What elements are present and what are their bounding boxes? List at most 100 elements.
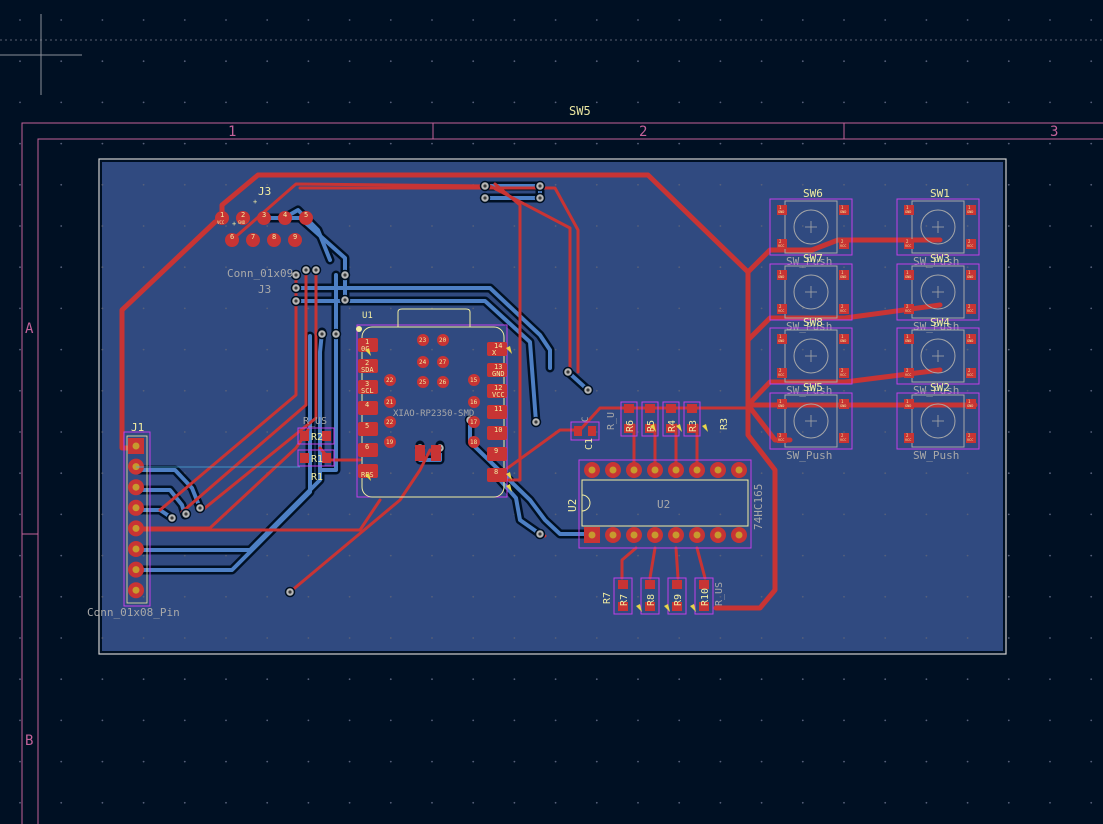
u1-pad-bottom[interactable]: [431, 445, 441, 461]
u1-pad-left[interactable]: [358, 443, 378, 457]
resistor-pad[interactable]: [672, 580, 682, 589]
switch-pad[interactable]: [839, 205, 849, 215]
resistor-pad[interactable]: [322, 453, 331, 463]
resistor-pad[interactable]: [672, 602, 682, 611]
u1-pad-right[interactable]: [487, 447, 507, 461]
board-edge-cuts[interactable]: [98, 158, 1007, 655]
resistor-pad[interactable]: [645, 580, 655, 589]
switch-pad[interactable]: [839, 239, 849, 249]
switch-pad[interactable]: [777, 239, 787, 249]
resistor-pad[interactable]: [618, 602, 628, 611]
switch-pad[interactable]: [966, 304, 976, 314]
u1-pad-inner[interactable]: [417, 356, 429, 368]
u1-pad-right[interactable]: [487, 363, 507, 377]
switch-pad[interactable]: [966, 368, 976, 378]
j3-pad-4[interactable]: [278, 211, 292, 225]
switch-pad[interactable]: [839, 270, 849, 280]
u1-pad-right[interactable]: [487, 405, 507, 419]
u1-pad-inner[interactable]: [437, 356, 449, 368]
resistor-pad[interactable]: [687, 404, 697, 413]
switch-pad[interactable]: [966, 334, 976, 344]
u1-pad-inner[interactable]: [384, 374, 396, 386]
switch-pad[interactable]: [904, 304, 914, 314]
switch-pad[interactable]: [966, 399, 976, 409]
switch-pad[interactable]: [839, 304, 849, 314]
switch-pad[interactable]: [904, 399, 914, 409]
resistor-pad[interactable]: [300, 453, 309, 463]
switch-pad[interactable]: [904, 433, 914, 443]
switch-pad[interactable]: [839, 433, 849, 443]
u1-pad-left[interactable]: [358, 422, 378, 436]
u1-pad-right[interactable]: [487, 384, 507, 398]
u1-pad-inner[interactable]: [437, 334, 449, 346]
switches[interactable]: 1GND1GND2VCC2VCCSW6SW_Push1GND1GND2VCC2V…: [769, 187, 980, 462]
resistor-pad[interactable]: [699, 580, 709, 589]
u1-pad-inner[interactable]: [384, 396, 396, 408]
switch-pad[interactable]: [904, 205, 914, 215]
j3-pad-7[interactable]: [246, 233, 260, 247]
switch-pad[interactable]: [777, 399, 787, 409]
switch-pad[interactable]: [777, 368, 787, 378]
capacitor-c1[interactable]: C1 C: [570, 417, 600, 450]
resistor-pad[interactable]: [645, 424, 655, 433]
u1-pad-inner[interactable]: [417, 334, 429, 346]
u1-pad-right[interactable]: [487, 468, 507, 482]
switch-pad[interactable]: [777, 205, 787, 215]
resistor-pad[interactable]: [645, 602, 655, 611]
resistor-pad[interactable]: [666, 404, 676, 413]
switch-pad[interactable]: [777, 270, 787, 280]
resistor-pad[interactable]: [300, 431, 309, 441]
resistor-pad[interactable]: [687, 424, 697, 433]
u1-pad-left[interactable]: [358, 359, 378, 373]
u1-pad-inner[interactable]: [384, 416, 396, 428]
switch-pad[interactable]: [904, 270, 914, 280]
switch-pad[interactable]: [904, 368, 914, 378]
switch-pad[interactable]: [966, 239, 976, 249]
j3-pad-5[interactable]: [299, 211, 313, 225]
resistor-pad[interactable]: [624, 424, 634, 433]
resistor-pad[interactable]: [666, 424, 676, 433]
switch-pad[interactable]: [966, 205, 976, 215]
module-u1[interactable]: 10C2SDA3SCL456RES14X13GND12VCC1110982320…: [356, 308, 512, 498]
switch-pad[interactable]: [839, 368, 849, 378]
j3-pad-3[interactable]: [257, 211, 271, 225]
switch-pad[interactable]: [777, 304, 787, 314]
switch-pad[interactable]: [777, 334, 787, 344]
c1-pad-1[interactable]: [574, 426, 582, 436]
u1-pad-bottom[interactable]: [415, 445, 425, 461]
j3-pad-6[interactable]: [225, 233, 239, 247]
u1-pad-inner[interactable]: [468, 374, 480, 386]
u1-pad-inner[interactable]: [468, 416, 480, 428]
switch-pad[interactable]: [966, 270, 976, 280]
u1-pad-inner[interactable]: [468, 436, 480, 448]
u1-pad-left[interactable]: [358, 464, 378, 478]
u1-pad-inner[interactable]: [468, 396, 480, 408]
switch-pad[interactable]: [839, 334, 849, 344]
u1-pad-left[interactable]: [358, 401, 378, 415]
u1-pad-right[interactable]: [487, 342, 507, 356]
u1-pad-left[interactable]: [358, 380, 378, 394]
switch-pad[interactable]: [904, 334, 914, 344]
resistor-pad[interactable]: [624, 404, 634, 413]
switch-pad[interactable]: [777, 433, 787, 443]
ic-u2[interactable]: U2 U2 74HC165: [566, 459, 765, 549]
resistor-pad[interactable]: [699, 602, 709, 611]
resistor-pad[interactable]: [618, 580, 628, 589]
j3-pad-8[interactable]: [267, 233, 281, 247]
u1-pad-inner[interactable]: [384, 436, 396, 448]
u1-pad-right[interactable]: [487, 426, 507, 440]
switch-pad[interactable]: [839, 399, 849, 409]
u1-pad-left[interactable]: [358, 338, 378, 352]
u1-pad-inner[interactable]: [417, 376, 429, 388]
u1-pad-inner[interactable]: [437, 376, 449, 388]
j3-pad-2[interactable]: [236, 211, 250, 225]
